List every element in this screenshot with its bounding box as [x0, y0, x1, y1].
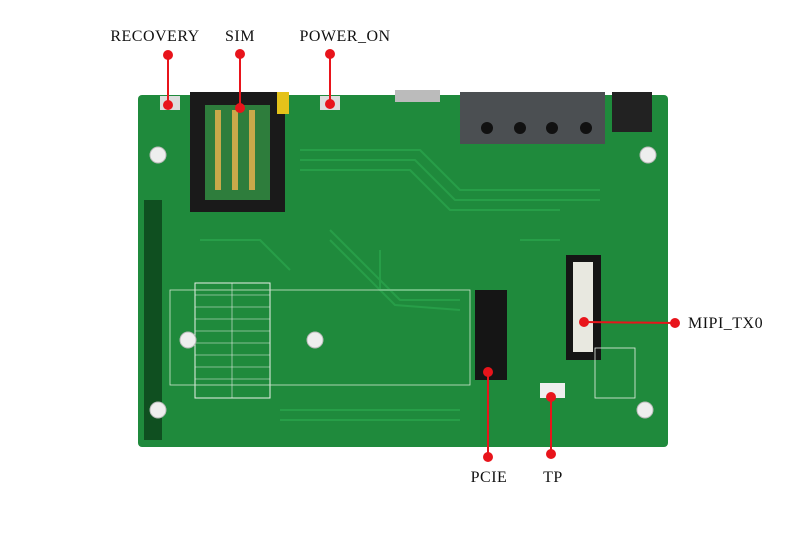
callout-dot: [546, 449, 556, 459]
callout-label-sim: SIM: [225, 28, 255, 45]
pcie-slot: [475, 290, 507, 380]
callout-pcie: PCIE: [471, 367, 508, 486]
tp-connector: [540, 383, 565, 398]
callout-dot: [325, 99, 335, 109]
callout-label-recovery: RECOVERY: [110, 28, 199, 45]
callout-dot: [546, 392, 556, 402]
callout-dot: [235, 49, 245, 59]
pin-header: [144, 200, 162, 440]
callout-dot: [163, 100, 173, 110]
callout-tp: TP: [543, 392, 563, 486]
pcb-board: [138, 90, 668, 447]
callout-dot: [483, 367, 493, 377]
callout-dot: [163, 50, 173, 60]
callout-power-on: POWER_ON: [299, 28, 390, 109]
callout-recovery: RECOVERY: [110, 28, 199, 110]
callout-label-tp: TP: [543, 469, 563, 486]
callout-dot: [579, 317, 589, 327]
callout-dot: [325, 49, 335, 59]
callout-dot: [235, 103, 245, 113]
callout-dot: [670, 318, 680, 328]
callout-label-power-on: POWER_ON: [299, 28, 390, 45]
callout-mipi-tx0: MIPI_TX0: [579, 315, 763, 332]
callout-dot: [483, 452, 493, 462]
callout-line: [583, 321, 676, 324]
callout-sim: SIM: [225, 28, 255, 113]
top-connectors: [460, 92, 605, 144]
callout-label-mipi-tx0: MIPI_TX0: [688, 315, 763, 332]
callout-label-pcie: PCIE: [471, 469, 508, 486]
